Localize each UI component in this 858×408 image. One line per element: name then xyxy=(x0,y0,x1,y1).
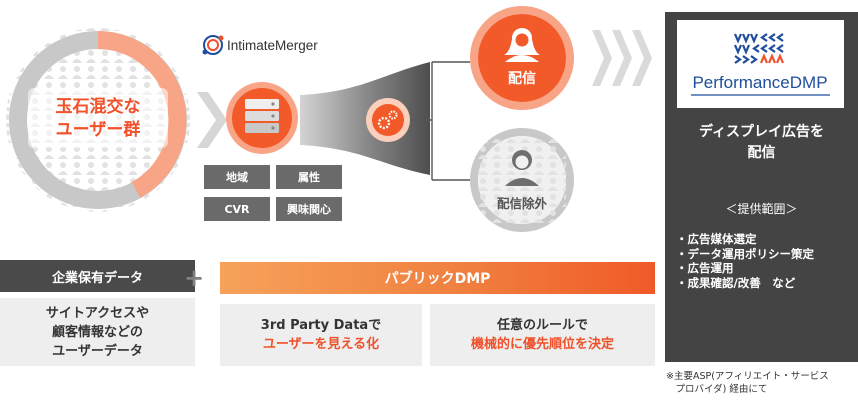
scope-item: 広告運用 xyxy=(676,261,814,276)
exclusion-circle: 配信除外 xyxy=(470,128,574,232)
intimatemerger-logo: IntimateMerger xyxy=(202,35,318,55)
segment-tag-region: 地域 xyxy=(204,165,270,189)
panel-title-line1: ディスプレイ広告を xyxy=(698,124,825,140)
company-data-header: 企業保有データ xyxy=(0,260,195,292)
chevron-arrows-icon xyxy=(592,30,652,86)
scope-item: 広告媒体選定 xyxy=(676,232,814,247)
woman-avatar-gray-icon xyxy=(505,150,539,186)
flow-diagram: IntimateMerger 配信 xyxy=(6,6,652,232)
segment-tag-cvr: CVR xyxy=(204,197,270,221)
intimatemerger-logo-text: IntimateMerger xyxy=(227,38,318,53)
woman-avatar-icon xyxy=(504,28,540,62)
footnote-line1: ※主要ASP(アフィリエイト・サービス xyxy=(666,371,829,382)
performance-dmp-title: ディスプレイ広告を 配信 xyxy=(665,122,858,164)
server-icon xyxy=(226,82,298,154)
public-dmp-box2-line2: 機械的に優先順位を決定 xyxy=(470,337,614,352)
company-data-box: サイトアクセスや 顧客情報などの ユーザーデータ xyxy=(0,298,195,366)
public-dmp-header: パブリックDMP xyxy=(220,262,655,294)
mixed-users-line1: 玉石混交な xyxy=(55,97,141,117)
panel-title-line2: 配信 xyxy=(747,145,776,161)
footnote-line2: プロバイダ) 経由にて xyxy=(666,384,768,395)
footnote: ※主要ASP(アフィリエイト・サービス プロバイダ) 経由にて xyxy=(666,370,858,396)
scope-item: 成果確認/改善 など xyxy=(676,276,814,291)
scope-header: ＜提供範囲＞ xyxy=(725,202,798,216)
scope-list: 広告媒体選定 データ運用ポリシー策定 広告運用 成果確認/改善 など xyxy=(676,232,815,291)
gears-icon xyxy=(366,98,410,142)
data-funnel xyxy=(300,62,430,175)
exclusion-label: 配信除外 xyxy=(497,196,548,211)
company-data-line1: サイトアクセスや xyxy=(45,305,150,321)
segment-tag-attribute: 属性 xyxy=(276,165,342,189)
public-dmp-box2-line1: 任意のルールで xyxy=(496,318,588,333)
mixed-users-line2: ユーザー群 xyxy=(55,120,141,140)
public-dmp-box-visualize: 3rd Party Dataで ユーザーを見える化 xyxy=(220,304,422,366)
company-data-line3: ユーザーデータ xyxy=(52,343,143,359)
delivery-circle: 配信 xyxy=(470,6,574,110)
performance-dmp-logo-mark: PerformanceDMP xyxy=(691,33,830,96)
plus-sign: + xyxy=(184,264,205,292)
performance-dmp-logo: PerformanceDMP xyxy=(677,20,844,108)
company-data-line2: 顧客情報などの xyxy=(51,324,143,340)
svg-text:PerformanceDMP: PerformanceDMP xyxy=(692,73,827,92)
mixed-users-label: 玉石混交な ユーザー群 xyxy=(28,96,168,142)
public-dmp-box1-line1: 3rd Party Dataで xyxy=(260,318,382,333)
delivery-label: 配信 xyxy=(508,70,536,87)
mixed-users-circle xyxy=(6,28,190,212)
scope-item: データ運用ポリシー策定 xyxy=(676,247,815,262)
public-dmp-box-priority: 任意のルールで 機械的に優先順位を決定 xyxy=(430,304,655,366)
chevron-right-icon xyxy=(197,92,227,148)
public-dmp-box1-line2: ユーザーを見える化 xyxy=(262,337,380,352)
segment-tag-interest: 興味関心 xyxy=(276,197,342,221)
